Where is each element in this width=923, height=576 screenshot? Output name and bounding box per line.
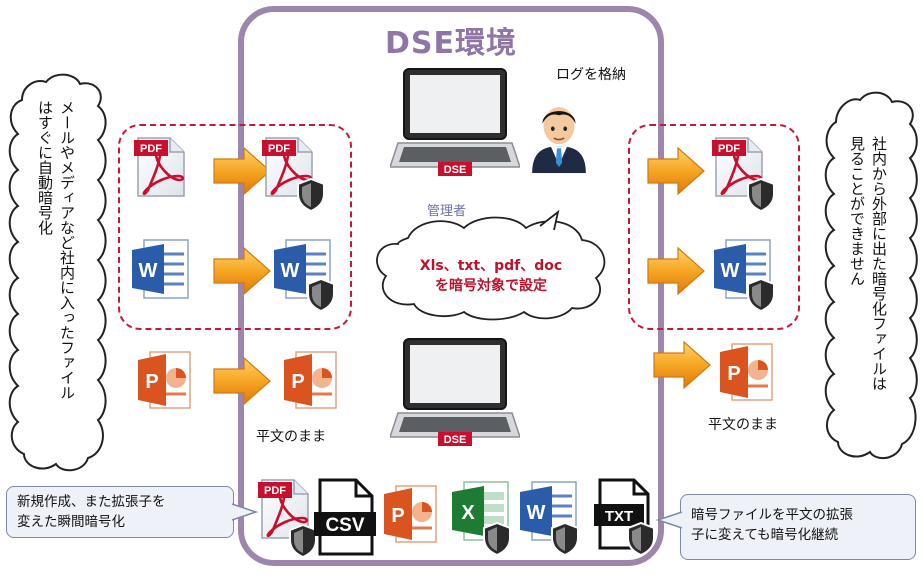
admin-person-icon xyxy=(528,96,590,178)
left-cloud xyxy=(8,73,107,472)
right-note-col1: 社内から外部に出た暗号化ファイルは xyxy=(870,136,888,391)
bubble-text: Xls、txt、pdf、doc を暗号対象で設定 xyxy=(386,256,596,296)
shield-icon xyxy=(628,523,654,555)
svg-text:P: P xyxy=(145,371,158,393)
shield-icon xyxy=(748,179,774,211)
callout-right: 暗号ファイルを平文の拡張 子に変えても暗号化継続 xyxy=(680,494,916,560)
arrow-icon xyxy=(652,340,712,390)
csv-badge: CSV xyxy=(325,515,364,536)
word-encrypted-icon-right: W xyxy=(714,239,778,316)
svg-text:P: P xyxy=(727,363,740,385)
pdf-encrypted-icon-right: PDF xyxy=(712,136,776,216)
left-note-col2: はすぐに自動暗号化 xyxy=(36,100,54,235)
dse-label-top: DSE xyxy=(444,164,467,176)
dse-environment-frame xyxy=(238,6,664,566)
svg-text:P: P xyxy=(391,505,404,527)
plain-label-right: 平文のまま xyxy=(708,417,778,433)
word-encrypted-icon-bottom: W xyxy=(520,481,584,560)
bubble-line1: Xls、txt、pdf、doc xyxy=(419,258,563,274)
log-store-label: ログを格納 xyxy=(556,67,626,83)
shield-icon xyxy=(298,179,324,211)
encrypted-group-left xyxy=(118,124,352,330)
pdf-badge: PDF xyxy=(264,485,286,497)
svg-text:W: W xyxy=(281,260,300,282)
word-encrypted-icon-left: W xyxy=(274,239,338,316)
shield-icon xyxy=(290,525,316,557)
shield-icon xyxy=(308,279,334,311)
dse-laptop-top: DSE xyxy=(390,66,520,176)
pdf-encrypted-icon-left: PDF xyxy=(262,136,326,216)
pdf-encrypted-icon-bottom: PDF xyxy=(258,478,322,562)
dse-laptop-bottom: DSE xyxy=(390,336,520,446)
csv-file-icon: CSV xyxy=(314,478,376,556)
callout-right-line2: 子に変えても暗号化継続 xyxy=(691,527,839,543)
arrow-icon xyxy=(212,356,272,406)
admin-label: 管理者 xyxy=(427,204,467,219)
dse-label-bottom: DSE xyxy=(444,434,467,446)
callout-left-line2: 変えた瞬間暗号化 xyxy=(17,514,125,530)
right-note-col2: 見ることができません xyxy=(848,136,866,286)
svg-text:W: W xyxy=(139,260,158,282)
pdf-file-icon-left: PDF xyxy=(134,136,186,198)
callout-left-pointer xyxy=(231,503,259,521)
arrow-icon xyxy=(212,246,272,296)
shield-icon xyxy=(484,523,510,555)
right-cloud xyxy=(824,91,918,460)
left-note: メールやメディアなど社内に入ったファイル はすぐに自動暗号化 xyxy=(34,100,78,460)
environment-title: DSE環境 xyxy=(384,26,517,61)
ppt-file-icon-left: P xyxy=(138,351,191,409)
shield-icon xyxy=(748,279,774,311)
plain-label-left: 平文のまま xyxy=(256,429,326,445)
pdf-badge: PDF xyxy=(268,143,290,155)
shield-icon xyxy=(552,523,578,555)
callout-right-pointer xyxy=(655,511,683,529)
thought-bubble xyxy=(376,209,606,321)
pdf-badge: PDF xyxy=(718,143,740,155)
ppt-file-icon-plain: P xyxy=(284,351,337,409)
callout-left-line1: 新規作成、また拡張子を xyxy=(17,494,166,510)
svg-text:W: W xyxy=(721,260,740,282)
txt-badge: TXT xyxy=(605,508,633,525)
arrow-icon xyxy=(646,246,706,296)
excel-encrypted-icon: X xyxy=(452,481,516,560)
callout-right-line1: 暗号ファイルを平文の拡張 xyxy=(691,507,853,523)
arrow-icon xyxy=(646,146,706,196)
word-file-icon-left: W xyxy=(132,239,189,299)
txt-encrypted-icon: TXT xyxy=(594,478,660,560)
svg-text:W: W xyxy=(527,502,546,524)
ppt-file-icon-bottom: P xyxy=(384,485,437,543)
callout-left: 新規作成、また拡張子を 変えた瞬間暗号化 xyxy=(6,486,234,538)
bubble-line2: を暗号対象で設定 xyxy=(435,278,547,294)
encrypted-group-right xyxy=(628,124,800,330)
pdf-badge: PDF xyxy=(140,143,162,155)
left-note-col1: メールやメディアなど社内に入ったファイル xyxy=(58,100,76,400)
right-note: 社内から外部に出た暗号化ファイルは 見ることができません xyxy=(846,136,890,436)
svg-text:P: P xyxy=(291,371,304,393)
ppt-file-icon-right: P xyxy=(720,343,773,401)
svg-text:X: X xyxy=(461,502,475,524)
